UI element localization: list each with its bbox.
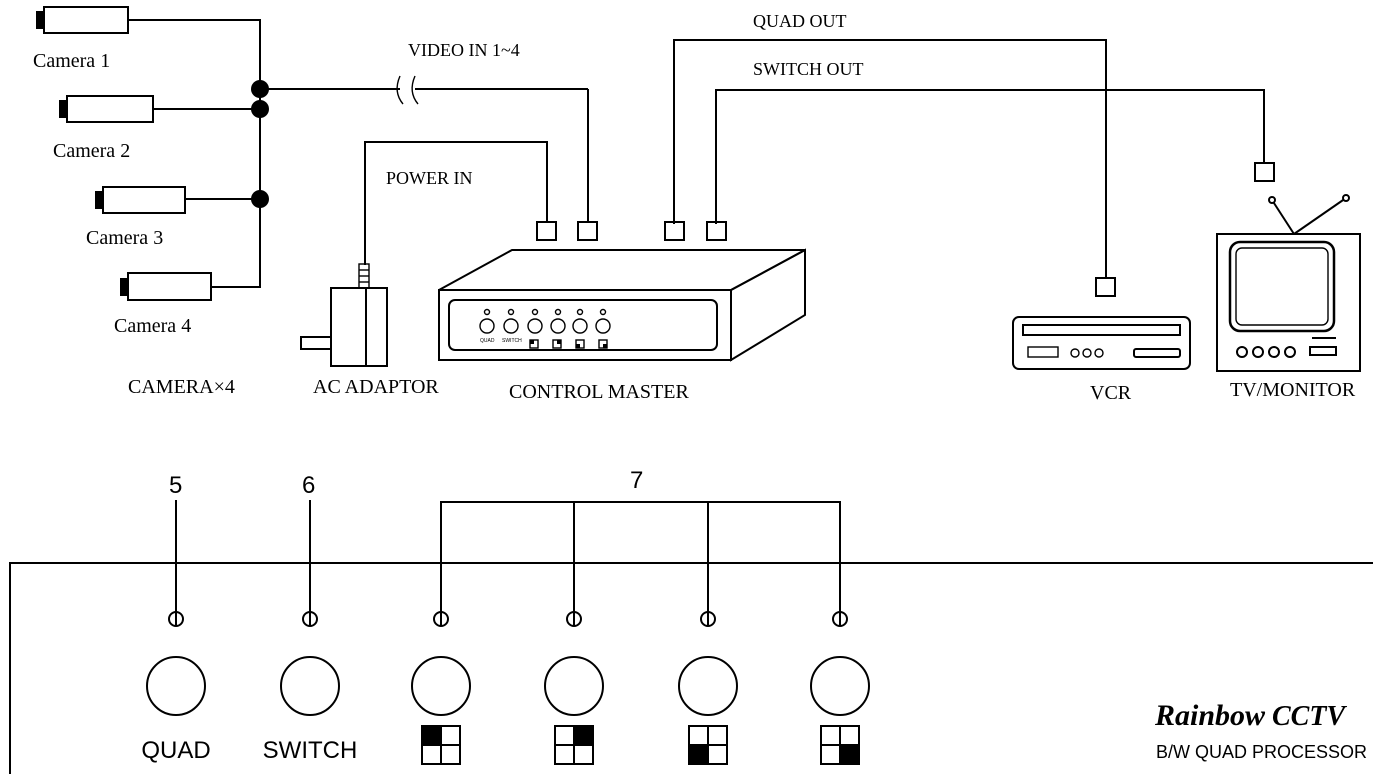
- quad-out-label: QUAD OUT: [753, 11, 847, 31]
- power-wiring: [364, 141, 548, 265]
- switch-out-label: SWITCH OUT: [753, 59, 864, 79]
- power-in-label: POWER IN: [386, 168, 473, 188]
- switch-button[interactable]: [280, 656, 340, 716]
- vcr: [1012, 316, 1191, 370]
- front-panel: [9, 562, 1373, 774]
- quad-position-1-icon: [421, 725, 461, 765]
- quad-position-3-icon: [688, 725, 728, 765]
- camera-3-label: Camera 3: [86, 227, 163, 249]
- control-master-label: CONTROL MASTER: [509, 381, 689, 403]
- tv-monitor: [1216, 194, 1361, 372]
- camera-2-button[interactable]: [544, 656, 604, 716]
- led-indicators: [168, 611, 848, 627]
- camera-1: [36, 6, 129, 34]
- camera-3: [95, 186, 186, 214]
- camera-4-label: Camera 4: [114, 315, 191, 337]
- camera-group-label: CAMERA×4: [128, 376, 235, 398]
- ac-adaptor-label: AC ADAPTOR: [313, 376, 439, 398]
- switch-button-label: SWITCH: [263, 737, 358, 764]
- quad-button-label: QUAD: [141, 737, 210, 764]
- brand-name: Rainbow: [1154, 699, 1266, 732]
- model-name: B/W QUAD PROCESSOR: [1156, 742, 1367, 762]
- camera-wiring: [128, 19, 589, 288]
- brand-suffix: CCTV: [1272, 701, 1347, 732]
- callout-lines: [175, 500, 841, 612]
- quad-position-4-icon: [820, 725, 860, 765]
- camera-3-button[interactable]: [678, 656, 738, 716]
- mini-switch-label: SWITCH: [502, 338, 522, 344]
- brand-logo: Rainbow CCTV: [1154, 699, 1347, 732]
- video-in-label: VIDEO IN 1~4: [408, 40, 520, 60]
- quad-position-2-icon: [554, 725, 594, 765]
- vcr-port: [1095, 277, 1116, 297]
- camera-4-button[interactable]: [810, 656, 870, 716]
- callout-6: 6: [302, 472, 315, 499]
- output-wiring: [673, 39, 1265, 278]
- camera-2: [59, 95, 154, 123]
- tv-port: [1254, 162, 1275, 182]
- camera-4: [120, 272, 212, 301]
- vcr-label: VCR: [1090, 382, 1132, 404]
- mini-quad-label: QUAD: [480, 338, 495, 344]
- callout-5: 5: [169, 472, 182, 499]
- control-master: QUAD SWITCH: [438, 248, 806, 362]
- control-master-ports: [536, 221, 727, 241]
- ac-adaptor: [300, 263, 388, 367]
- camera-1-label: Camera 1: [33, 50, 110, 72]
- camera-2-label: Camera 2: [53, 140, 130, 162]
- quad-button[interactable]: [146, 656, 206, 716]
- control-master-buttons: [479, 308, 611, 349]
- callout-7: 7: [630, 467, 643, 494]
- camera-1-button[interactable]: [411, 656, 471, 716]
- tv-monitor-label: TV/MONITOR: [1230, 379, 1356, 401]
